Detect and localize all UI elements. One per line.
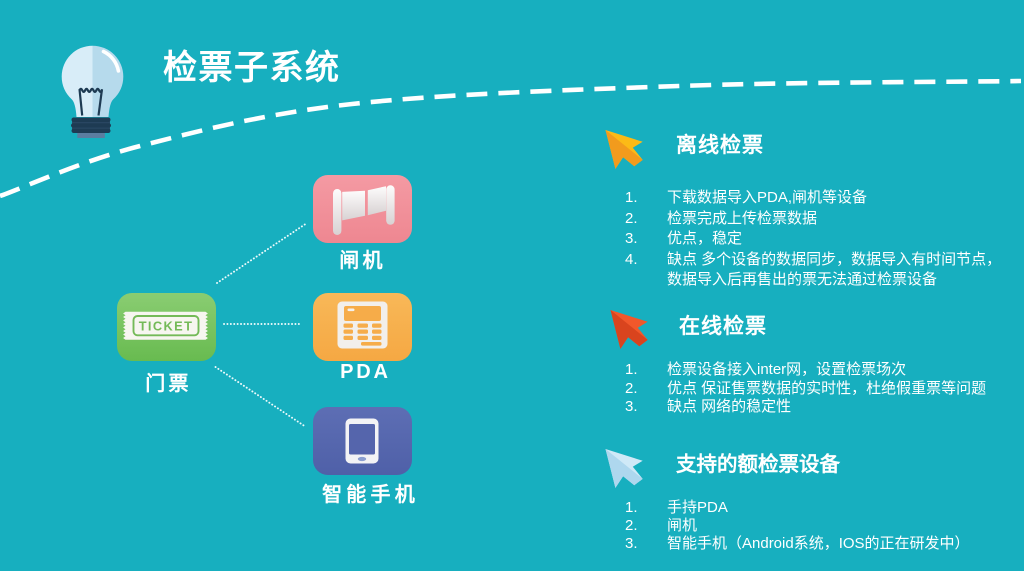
svg-text:TICKET: TICKET: [139, 318, 194, 333]
